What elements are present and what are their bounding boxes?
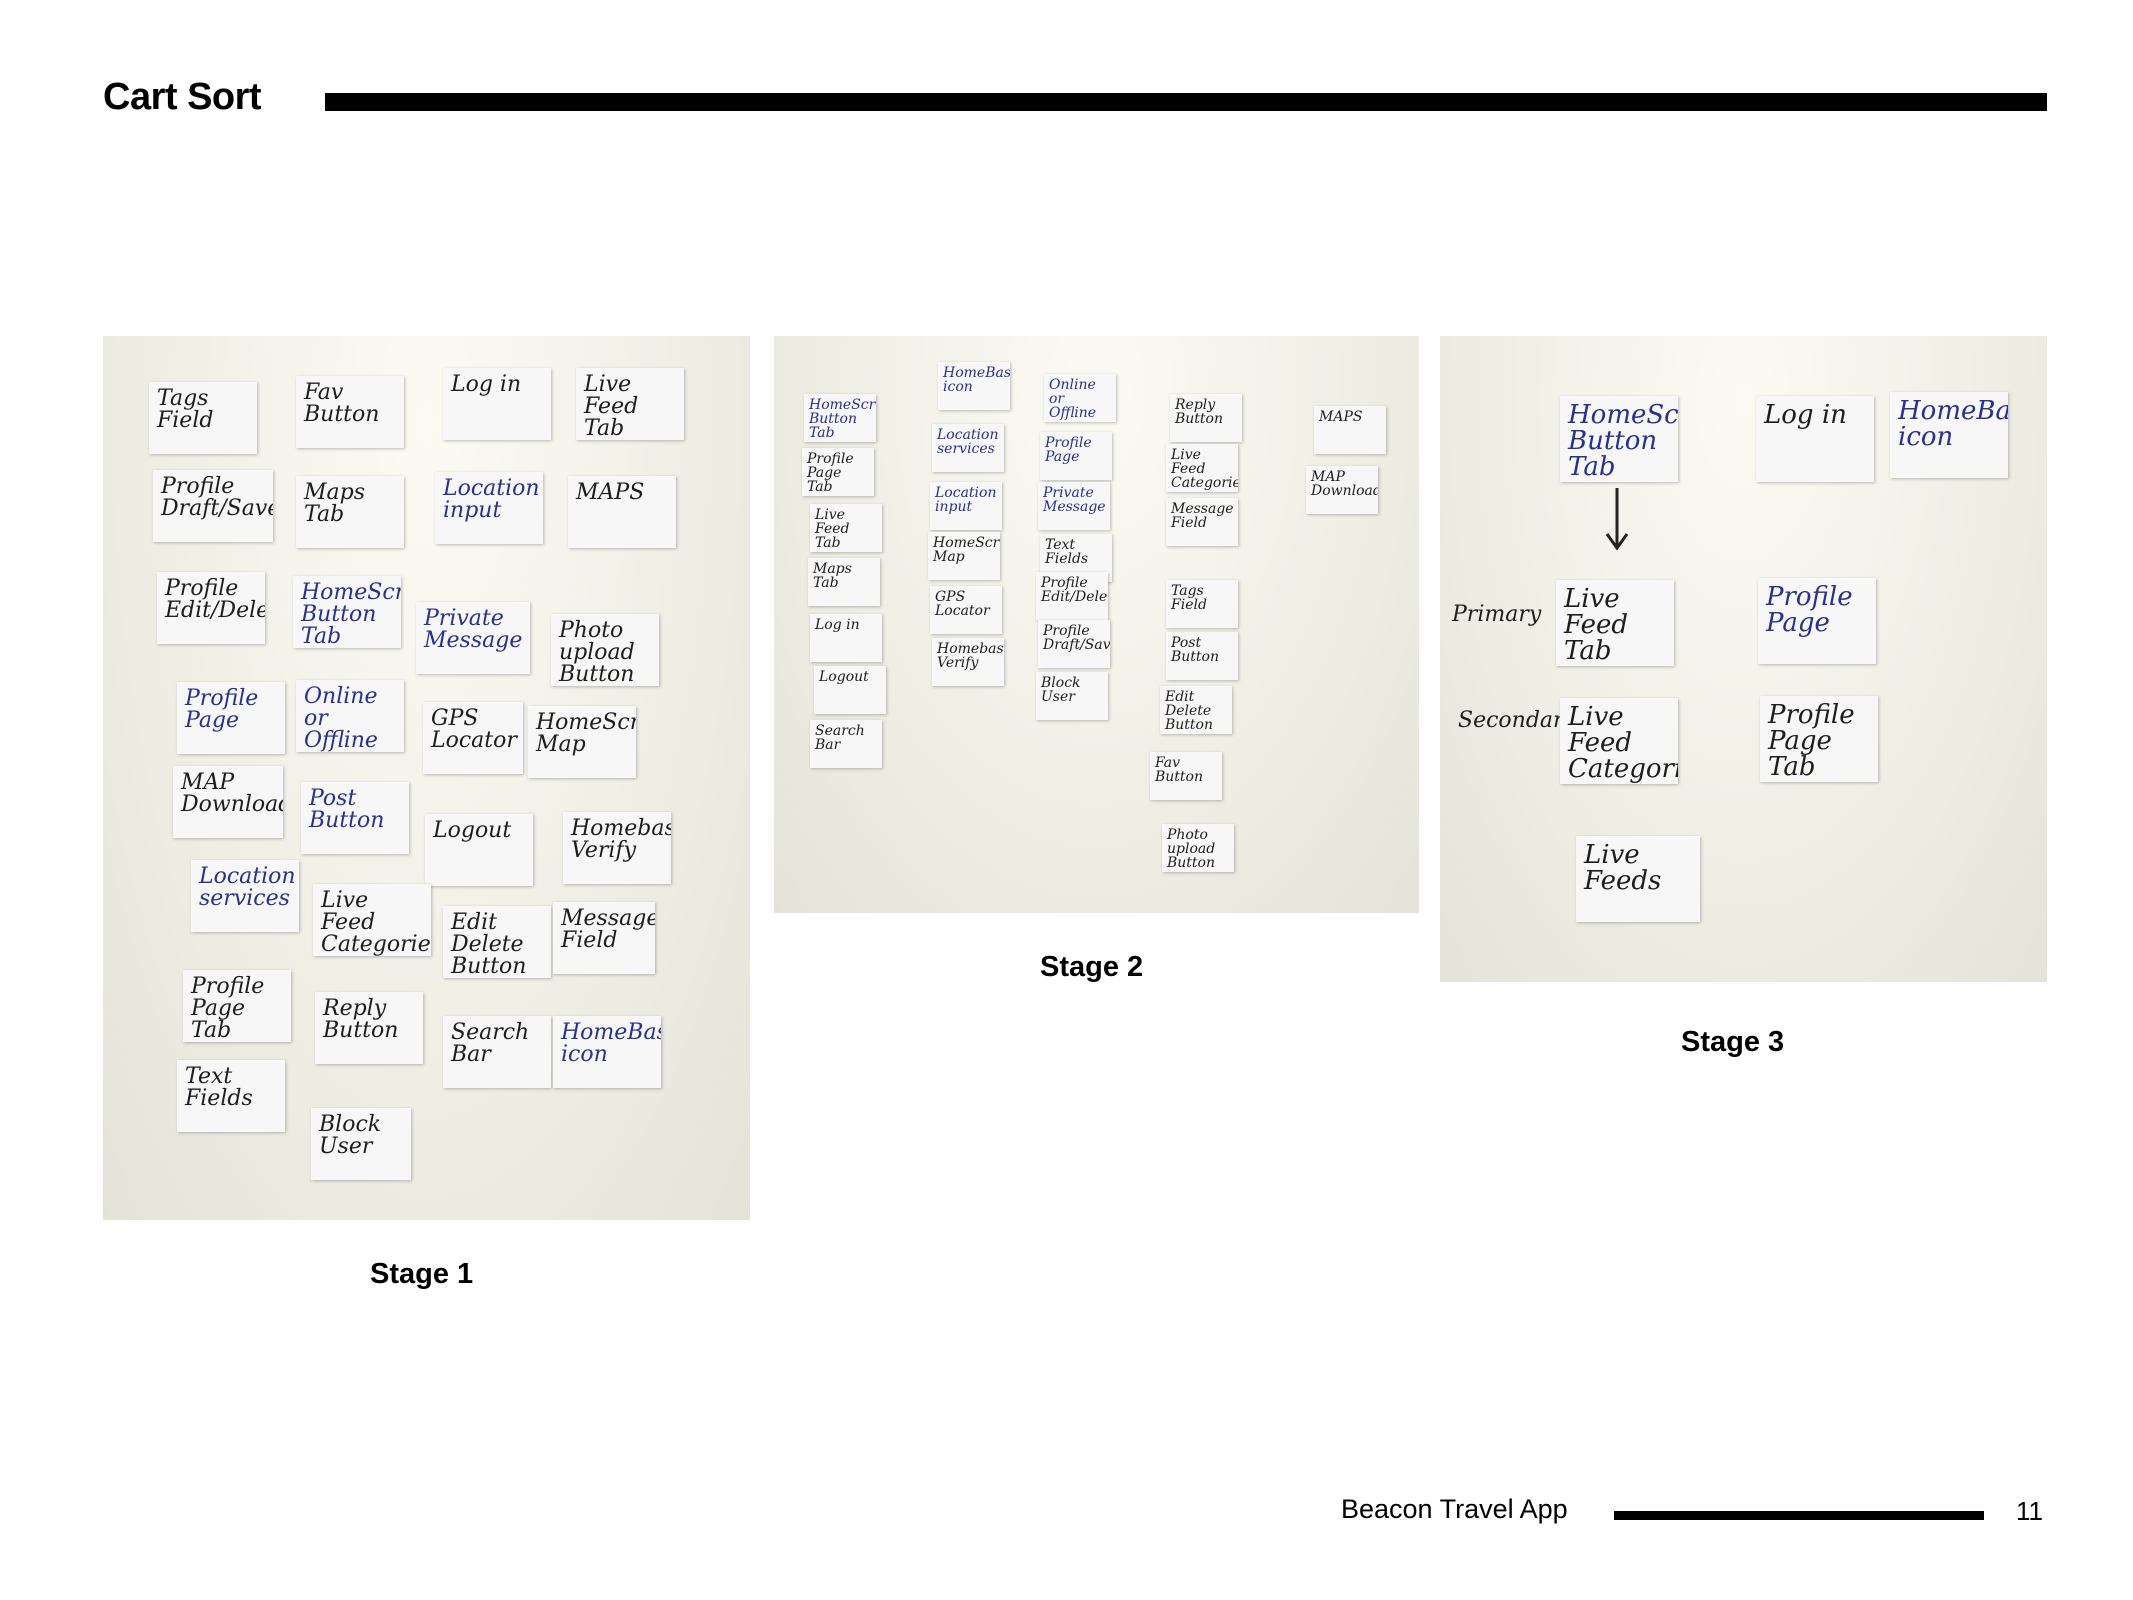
stage1-card: HomeScreen Button Tab	[293, 576, 401, 648]
stage2-card: Maps Tab	[808, 558, 880, 606]
stage1-card: Live Feed Tab	[576, 368, 684, 440]
stage1-card: Live Feed Categories	[313, 884, 431, 956]
page-number: 11	[2016, 1496, 2043, 1526]
stage1-card: Tags Field	[149, 382, 257, 454]
stage1-card: Homebase Verify	[563, 812, 671, 884]
stage2-card: Live Feed Categories	[1166, 444, 1238, 492]
stage3-card: Profile Page	[1758, 578, 1876, 664]
stage2-card: Photo upload Button	[1162, 824, 1234, 872]
stage1-card: Fav Button	[296, 376, 404, 448]
stage1-card: HomeScreen Map	[528, 706, 636, 778]
page-title: Cart Sort	[103, 76, 262, 118]
stage2-caption: Stage 2	[1040, 951, 1144, 983]
stage1-card: Search Bar	[443, 1016, 551, 1088]
stage1-card: Photo upload Button	[551, 614, 659, 686]
stage2-card: HomeScreen Button Tab	[804, 394, 876, 442]
arrow-down-icon	[1605, 488, 1629, 551]
stage1-caption: Stage 1	[370, 1258, 474, 1290]
stage2-card: Fav Button	[1150, 752, 1222, 800]
stage1-card: GPS Locator	[423, 702, 523, 774]
stage2-card: Location input	[930, 482, 1002, 530]
stage1-card: Post Button	[301, 782, 409, 854]
stage2-card: HomeBase icon	[938, 362, 1010, 410]
stage3-photo: HomeScreen Button Tab Log in HomeBase ic…	[1440, 336, 2047, 982]
stage2-card: HomeScreen Map	[928, 532, 1000, 580]
stage1-card: Private Message	[416, 602, 530, 674]
stage2-card: Search Bar	[810, 720, 882, 768]
stage3-card: Live Feed Tab	[1556, 580, 1674, 666]
stage2-card: Homebase Verify	[932, 638, 1004, 686]
stage2-card: Profile Page Tab	[802, 448, 874, 496]
stage3-card: Live Feeds	[1576, 836, 1700, 922]
stage2-card: Log in	[810, 614, 882, 662]
stage2-photo: HomeScreen Button Tab Profile Page Tab L…	[774, 336, 1419, 913]
stage1-card: Location input	[435, 472, 543, 544]
stage1-card: Profile Page	[177, 682, 285, 754]
stage2-card: Online or Offline	[1044, 374, 1116, 422]
stage1-card: MAP Download	[173, 766, 283, 838]
stage1-card: Profile Page Tab	[183, 970, 291, 1042]
stage3-card: Profile Page Tab	[1760, 696, 1878, 782]
stage1-card: Online or Offline	[296, 680, 404, 752]
stage2-card: MAPS	[1314, 406, 1386, 454]
stage1-card: Reply Button	[315, 992, 423, 1064]
stage2-card: Block User	[1036, 672, 1108, 720]
stage1-card: Logout	[425, 814, 533, 886]
stage2-card: Reply Button	[1170, 394, 1242, 442]
stage1-card: MAPS	[568, 476, 676, 548]
stage2-card: GPS Locator	[930, 586, 1002, 634]
stage3-card: Live Feed Categories	[1560, 698, 1678, 784]
header-rule	[325, 93, 2047, 111]
stage2-card: Location services	[932, 424, 1004, 472]
stage2-card: Post Button	[1166, 632, 1238, 680]
stage2-card: Live Feed Tab	[810, 504, 882, 552]
stage1-card: Log in	[443, 368, 551, 440]
row-label-primary: Primary	[1452, 602, 1542, 627]
stage3-caption: Stage 3	[1681, 1026, 1785, 1058]
row-label-secondary: Secondary	[1458, 708, 1576, 733]
stage2-card: Tags Field	[1166, 580, 1238, 628]
stage2-card: Profile Draft/Save	[1038, 620, 1110, 668]
stage1-card: Location services	[191, 860, 299, 932]
stage2-card: MAP Download	[1306, 466, 1378, 514]
stage3-card: HomeBase icon	[1890, 392, 2008, 478]
stage2-card: Profile Page	[1040, 432, 1112, 480]
stage2-card: Profile Edit/Delete	[1036, 572, 1108, 620]
stage1-card: Block User	[311, 1108, 411, 1180]
stage1-card: Text Fields	[177, 1060, 285, 1132]
footer-app-name: Beacon Travel App	[1341, 1494, 1568, 1524]
stage3-card: Log in	[1756, 396, 1874, 482]
stage1-card: HomeBase icon	[553, 1016, 661, 1088]
stage3-card: HomeScreen Button Tab	[1560, 396, 1678, 482]
stage2-card: Message Field	[1166, 498, 1238, 546]
stage1-card: Message Field	[553, 902, 655, 974]
stage1-photo: Tags Field Fav Button Log in Live Feed T…	[103, 336, 750, 1220]
footer-rule	[1614, 1511, 1984, 1520]
stage2-card: Edit Delete Button	[1160, 686, 1232, 734]
stage2-card: Logout	[814, 666, 886, 714]
stage1-card: Profile Draft/Save	[153, 470, 273, 542]
stage1-card: Edit Delete Button	[443, 906, 551, 978]
stage1-card: Maps Tab	[296, 476, 404, 548]
stage2-card: Private Message	[1038, 482, 1110, 530]
stage1-card: Profile Edit/Delete	[157, 572, 265, 644]
